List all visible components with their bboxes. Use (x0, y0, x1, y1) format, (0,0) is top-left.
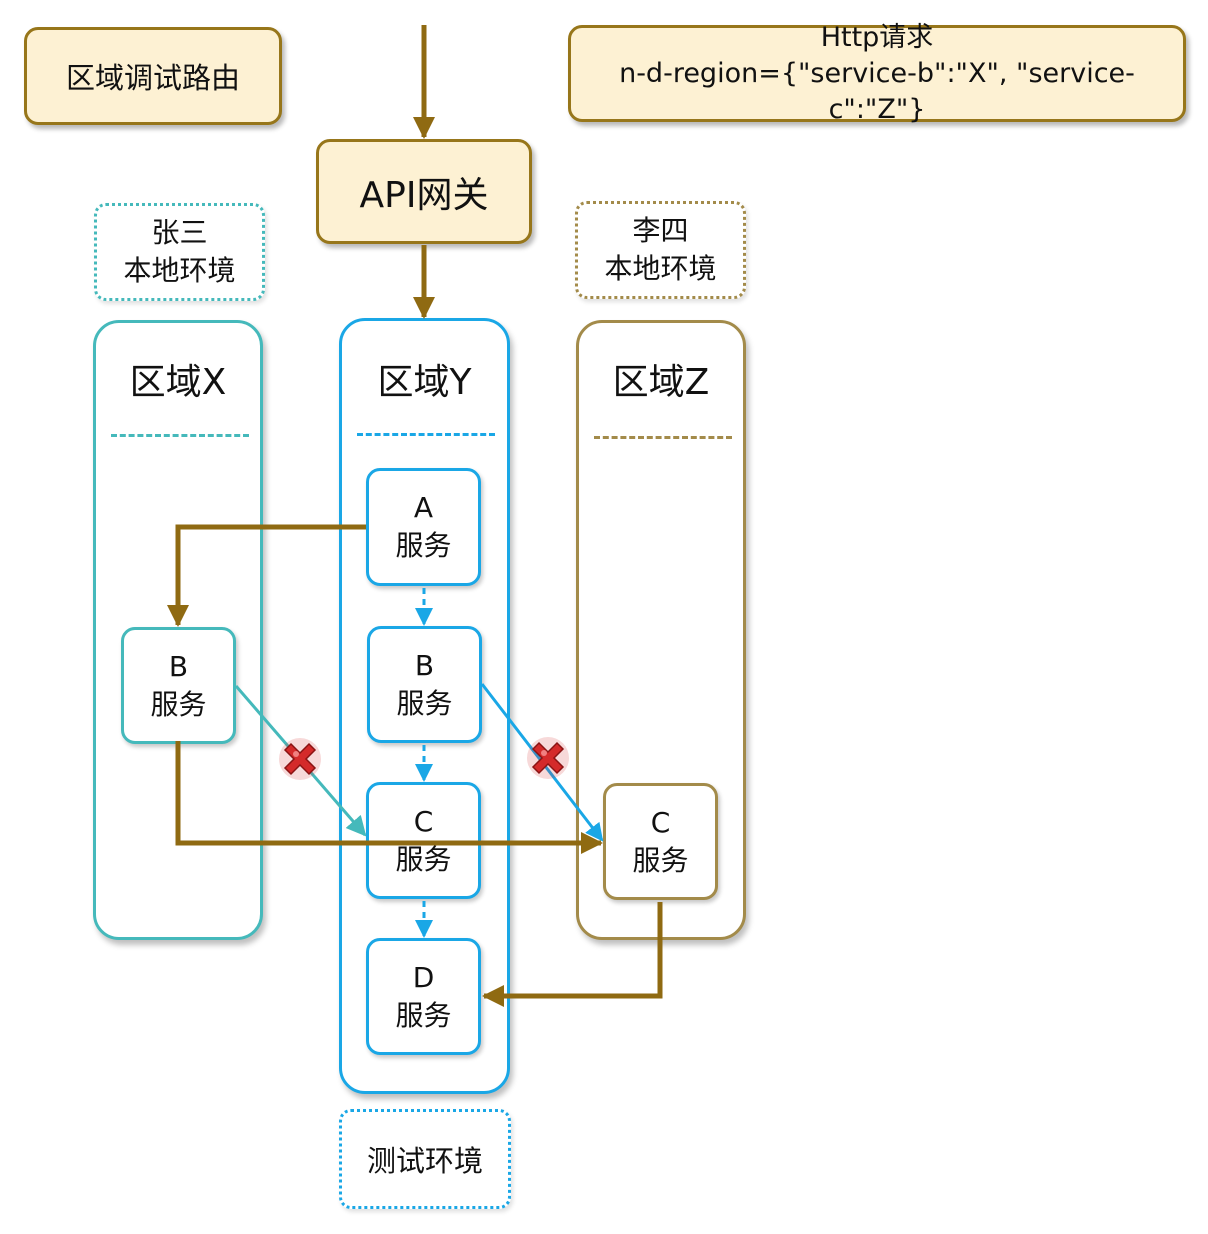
service-d-name: D (412, 960, 435, 994)
lisi-name: 李四 (632, 214, 689, 247)
test-env-label: 测试环境 (366, 1144, 483, 1178)
http-request-title: Http请求 (820, 21, 934, 53)
routing-title: 区域调试路由 (65, 61, 240, 95)
api-gateway: API网关 (316, 139, 532, 244)
service-c-z-name: C (650, 805, 671, 839)
region-x-title: 区域X (129, 362, 227, 403)
service-b-region-y: B 服务 (367, 626, 482, 743)
lisi-env-label: 本地环境 (604, 252, 717, 285)
http-request-header: n-d-region={"service-b":"X", "service-c"… (619, 57, 1135, 125)
service-c-region-z: C 服务 (603, 783, 718, 900)
lisi-local-env: 李四 本地环境 (575, 201, 746, 299)
service-b-name: B (414, 648, 435, 682)
zhangsan-name: 张三 (151, 216, 208, 249)
service-b-x-label: 服务 (150, 687, 207, 721)
test-env: 测试环境 (339, 1109, 511, 1209)
service-d-label: 服务 (395, 998, 452, 1032)
route-a-to-xb-arrow (167, 524, 366, 627)
service-a-label: 服务 (395, 529, 452, 562)
service-c-z-label: 服务 (632, 843, 689, 877)
zhangsan-local-env: 张三 本地环境 (94, 203, 265, 301)
service-c-name: C (413, 804, 434, 838)
service-a-region-y: A 服务 (366, 468, 481, 586)
region-z-title: 区域Z (612, 362, 710, 403)
region-y-title: 区域Y (377, 362, 472, 403)
region-x-divider (111, 434, 249, 437)
service-b-region-x: B 服务 (121, 627, 236, 744)
route-zc-to-d-arrow (482, 902, 663, 1007)
region-z-divider (594, 436, 732, 439)
service-d-region-y: D 服务 (366, 938, 481, 1055)
api-gateway-label: API网关 (359, 174, 489, 216)
http-request-box: Http请求 n-d-region={"service-b":"X", "ser… (568, 22, 1186, 125)
service-b-x-name: B (168, 649, 189, 683)
zhangsan-env-label: 本地环境 (123, 254, 236, 287)
route-xb-to-zc-arrow (175, 741, 603, 854)
blocked-x-icon-left (279, 738, 321, 780)
routing-title-box: 区域调试路由 (24, 27, 282, 125)
blocked-x-icon-right (527, 737, 569, 779)
service-a-name: A (413, 491, 434, 524)
service-b-label: 服务 (396, 686, 453, 720)
region-y-divider (357, 433, 495, 436)
service-c-label: 服务 (395, 842, 452, 876)
